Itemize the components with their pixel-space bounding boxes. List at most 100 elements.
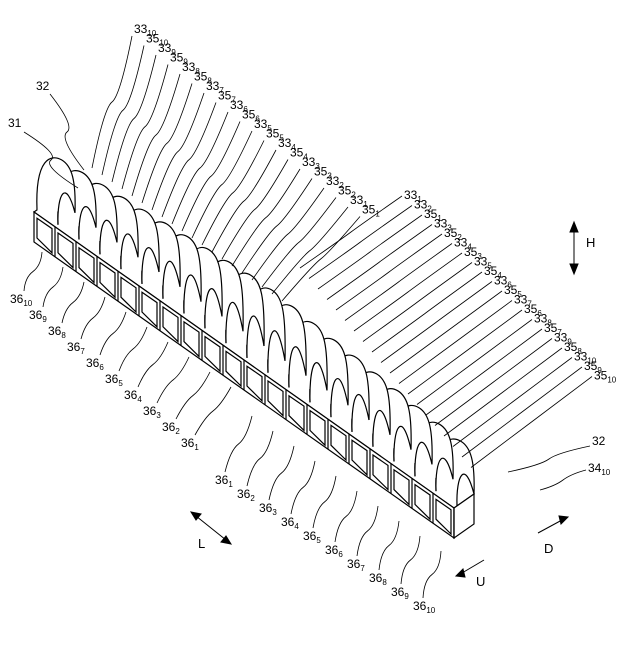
leader-bottom-left (119, 327, 147, 371)
label-34-sub: 10 (601, 468, 610, 477)
leader-left (182, 122, 240, 232)
label-bottom-5-a-base: 36 (105, 372, 119, 386)
leader-right (399, 301, 512, 384)
leader-bottom-left (100, 312, 126, 355)
label-bottom-6-a: 366 (86, 356, 104, 372)
label-bottom-9-a-sub: 9 (42, 315, 47, 324)
label-bottom-3-a: 363 (143, 404, 161, 420)
label-bottom-4-b-sub: 4 (294, 522, 299, 531)
leader-bottom-right (379, 521, 399, 570)
label-bottom-7-b-sub: 7 (360, 564, 365, 573)
label-bottom-3-b-base: 36 (259, 501, 273, 515)
leader-bottom-right (401, 536, 420, 584)
label-right-35-10: 3510 (594, 369, 617, 385)
label-right-35-10-base: 35 (594, 369, 608, 383)
leader-right (336, 234, 442, 310)
label-32-right: 32 (592, 434, 606, 448)
axis-label-u: U (476, 574, 485, 589)
label-bottom-4-a-base: 36 (124, 388, 138, 402)
label-bottom-7-a-base: 36 (67, 340, 81, 354)
label-bottom-7-b: 367 (347, 557, 365, 573)
label-32-top: 32 (36, 79, 50, 93)
leader-bottom-left (138, 342, 168, 387)
label-bottom-5-a-sub: 5 (118, 379, 123, 388)
leader-right (354, 253, 462, 331)
label-bottom-10-b-sub: 10 (426, 606, 435, 615)
ridge-structure (34, 158, 474, 538)
leader-bottom-left (195, 387, 231, 435)
leader-lines (24, 36, 592, 598)
leader-right (318, 215, 422, 289)
leader-right (345, 244, 452, 321)
label-bottom-1-b-sub: 1 (228, 480, 233, 489)
label-bottom-10-b: 3610 (413, 599, 436, 615)
label-bottom-5-b-base: 36 (303, 529, 317, 543)
leader-left (262, 198, 336, 288)
leader-left (152, 93, 204, 210)
leader-bottom-right (423, 551, 441, 598)
label-bottom-6-a-sub: 6 (99, 363, 104, 372)
leader-right (435, 339, 552, 426)
label-left-35-1-sub: 1 (375, 210, 380, 219)
ridge-arch (37, 158, 75, 213)
label-bottom-10-b-base: 36 (413, 599, 427, 613)
label-bottom-3-b: 363 (259, 501, 277, 517)
leader-bottom-right (335, 491, 357, 542)
label-bottom-8-b-sub: 8 (382, 578, 387, 587)
leader-right (309, 206, 412, 279)
label-34-10: 3410 (588, 461, 611, 477)
height-arrow (570, 222, 578, 274)
label-bottom-6-a-base: 36 (86, 356, 100, 370)
label-bottom-9-b-sub: 9 (404, 592, 409, 601)
label-bottom-7-a: 367 (67, 340, 85, 356)
label-bottom-4-b-base: 36 (281, 515, 295, 529)
leader-bottom-right (313, 476, 336, 528)
leader-right (372, 272, 482, 352)
leader-34 (540, 470, 586, 490)
leader-right (408, 310, 522, 394)
leader-32-right (508, 446, 590, 472)
label-34-base: 34 (588, 461, 602, 475)
label-bottom-6-b: 366 (325, 543, 343, 559)
leader-right (462, 367, 582, 457)
leader-left (272, 207, 348, 294)
leader-left (202, 141, 264, 246)
label-bottom-3-b-sub: 3 (272, 508, 277, 517)
label-bottom-10-a: 3610 (10, 292, 33, 308)
label-bottom-1-b-base: 36 (215, 473, 229, 487)
label-bottom-8-b: 368 (369, 571, 387, 587)
leader-right (417, 320, 532, 405)
label-bottom-1-a-base: 36 (181, 436, 195, 450)
leader-left (92, 36, 132, 168)
axis-label-d: D (544, 541, 553, 556)
leader-left (172, 112, 228, 224)
leader-left (192, 131, 252, 238)
label-bottom-2-a-sub: 2 (175, 427, 180, 436)
axis-label-h: H (586, 235, 595, 250)
length-arrow (191, 512, 231, 544)
leader-bottom-left (62, 282, 84, 323)
leader-right (426, 329, 542, 415)
leader-bottom-left (176, 372, 210, 419)
label-bottom-5-b-sub: 5 (316, 536, 321, 545)
label-bottom-4-a: 364 (124, 388, 142, 404)
label-bottom-6-b-sub: 6 (338, 550, 343, 559)
leader-left (102, 46, 144, 176)
leader-right (390, 291, 502, 373)
label-bottom-1-a: 361 (181, 436, 199, 452)
label-bottom-4-b: 364 (281, 515, 299, 531)
label-bottom-10-a-base: 36 (10, 292, 24, 306)
label-bottom-9-b-base: 36 (391, 585, 405, 599)
leader-left (162, 103, 216, 218)
leader-bottom-left (43, 267, 63, 307)
leader-left (142, 84, 192, 204)
label-bottom-2-a: 362 (162, 420, 180, 436)
label-bottom-2-b-sub: 2 (250, 494, 255, 503)
axis-label-l: L (198, 536, 205, 551)
label-left-35-1-base: 35 (362, 203, 376, 217)
leader-right (471, 377, 592, 468)
label-bottom-7-a-sub: 7 (80, 347, 85, 356)
label-bottom-5-b: 365 (303, 529, 321, 545)
label-bottom-8-a-base: 36 (48, 324, 62, 338)
